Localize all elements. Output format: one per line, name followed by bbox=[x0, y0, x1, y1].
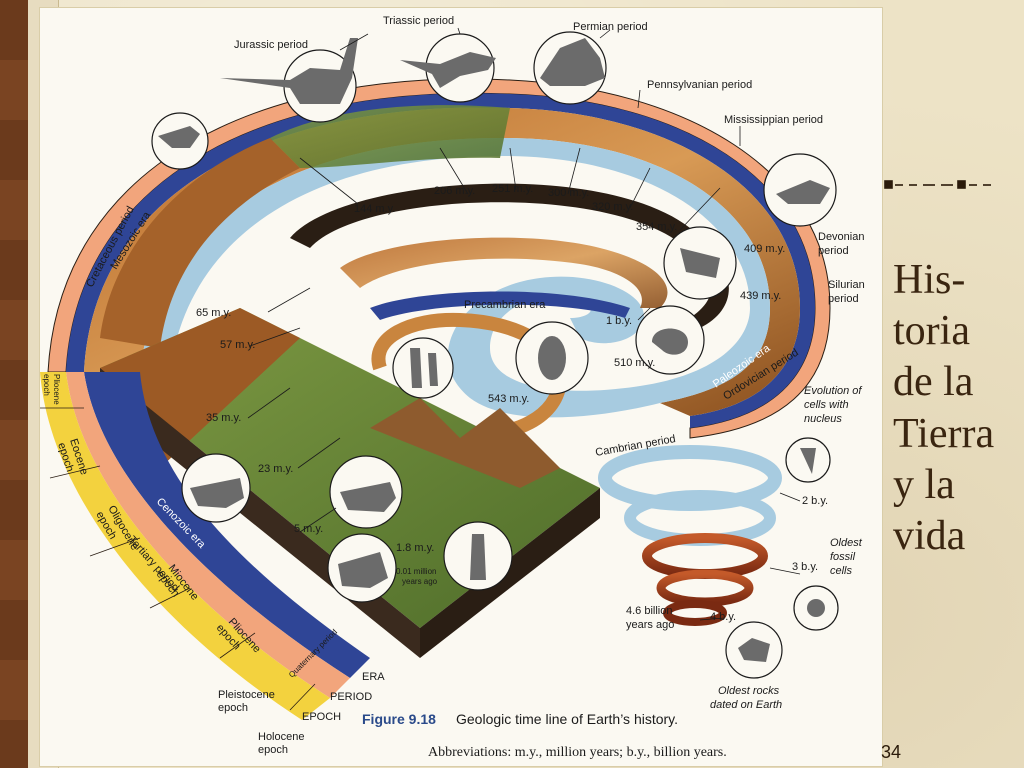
mesozoic-mountains bbox=[100, 138, 300, 348]
label-pleistocene-2: epoch bbox=[218, 702, 248, 714]
human-silhouette bbox=[470, 534, 486, 580]
label-pliocene-small-2: epoch bbox=[42, 374, 51, 396]
note-nucleus-3: nucleus bbox=[804, 413, 842, 425]
label-devonian-1: Devonian bbox=[818, 231, 864, 243]
label-mississippian: Mississippian period bbox=[724, 114, 823, 126]
rock-silhouette bbox=[738, 638, 770, 662]
age-320: 320 m.y. bbox=[592, 201, 633, 213]
label-holocene-2: epoch bbox=[258, 744, 288, 756]
ocean bbox=[140, 137, 770, 418]
age-409: 409 m.y. bbox=[744, 243, 785, 255]
label-triassic: Triassic period bbox=[383, 15, 454, 27]
age-2by: 2 b.y. bbox=[802, 495, 828, 507]
age-510: 510 m.y. bbox=[614, 357, 655, 369]
label-devonian-2: period bbox=[818, 245, 849, 257]
label-holocene-1: Holocene bbox=[258, 731, 304, 743]
age-300: 300 m.y. bbox=[548, 187, 589, 199]
age-1by: 1 b.y. bbox=[606, 315, 632, 327]
spiral-diagram: Jurassic period Triassic period Permian … bbox=[40, 15, 865, 760]
caption-abbreviations: Abbreviations: m.y., million years; b.y.… bbox=[428, 745, 727, 760]
leader-lines bbox=[247, 27, 801, 621]
caption-label: Figure 9.18 bbox=[362, 711, 436, 727]
age-3by: 3 b.y. bbox=[792, 561, 818, 573]
title-line: Tierra bbox=[893, 410, 995, 457]
age-35: 35 m.y. bbox=[206, 412, 241, 424]
cenozoic-block-front bbox=[420, 488, 600, 658]
age-23: 23 m.y. bbox=[258, 463, 293, 475]
note-fossil-3: cells bbox=[830, 565, 853, 577]
label-silurian-2: period bbox=[828, 293, 859, 305]
mammoth-silhouette bbox=[338, 552, 388, 588]
age-0-01-2: years ago bbox=[402, 577, 438, 586]
age-144: 144 m.y. bbox=[354, 203, 395, 215]
precambrian-land bbox=[340, 237, 668, 308]
age-354: 354 m.y. bbox=[636, 221, 677, 233]
left-wood-border bbox=[0, 0, 30, 768]
epoch-dividers bbox=[40, 407, 316, 711]
age-251: 251 m.y. bbox=[492, 183, 533, 195]
title-line: vida bbox=[893, 513, 966, 560]
age-5: 5 m.y. bbox=[294, 523, 323, 535]
precambrian-band bbox=[370, 291, 630, 320]
trilobite-silhouette bbox=[538, 336, 566, 380]
scorpion-silhouette bbox=[776, 180, 830, 204]
tail-ring-1 bbox=[598, 445, 782, 511]
rhino-silhouette bbox=[190, 478, 244, 508]
age-0-01-1: 0.01 million bbox=[396, 567, 436, 576]
age-439: 439 m.y. bbox=[740, 290, 781, 302]
age-1-8: 1.8 m.y. bbox=[396, 542, 434, 554]
tail-ring-4 bbox=[656, 569, 754, 607]
note-rocks-2: dated on Earth bbox=[710, 699, 782, 711]
age-543: 543 m.y. bbox=[488, 393, 529, 405]
age-57: 57 m.y. bbox=[220, 339, 255, 351]
page-number: 34 bbox=[881, 742, 902, 762]
legend-epoch: EPOCH bbox=[302, 711, 341, 723]
precambrian-fossil-circle bbox=[392, 337, 454, 399]
left-period-band bbox=[66, 372, 350, 698]
note-nucleus-2: cells with bbox=[804, 399, 849, 411]
cenozoic-peaks bbox=[370, 398, 560, 488]
geologic-timeline-figure: Jurassic period Triassic period Permian … bbox=[40, 8, 882, 766]
age-4-6-2: years ago bbox=[626, 619, 674, 631]
label-silurian-1: Silurian bbox=[828, 279, 865, 291]
fossil-cell-silhouette bbox=[807, 599, 825, 617]
precambrian-fossil-silhouette bbox=[410, 348, 438, 388]
age-4by: 4 b.y. bbox=[710, 611, 736, 623]
left-era-band bbox=[84, 372, 370, 678]
title-line: y la bbox=[893, 461, 955, 508]
label-pliocene-small-1: Pliocene bbox=[52, 374, 61, 405]
label-pennsylvanian: Pennsylvanian period bbox=[647, 79, 752, 91]
legend-period: PERIOD bbox=[330, 691, 372, 703]
note-fossil-2: fossil bbox=[830, 551, 856, 563]
ammonite-silhouette bbox=[652, 328, 688, 355]
title-line: His- bbox=[893, 257, 966, 303]
label-pleistocene-1: Pleistocene bbox=[218, 689, 275, 701]
age-4-6-1: 4.6 billion bbox=[626, 605, 672, 617]
slide-title: His- toria de la Tierra y la vida bbox=[893, 255, 1021, 562]
legend-era: ERA bbox=[362, 671, 385, 683]
note-fossil-1: Oldest bbox=[830, 537, 863, 549]
sea-scorpion-silhouette bbox=[680, 248, 720, 278]
label-precambrian: Precambrian era bbox=[464, 299, 546, 311]
title-line: de la bbox=[893, 359, 974, 406]
age-65: 65 m.y. bbox=[196, 307, 231, 319]
organism-silhouettes bbox=[158, 38, 830, 662]
dinosaur-silhouette bbox=[158, 126, 200, 148]
label-jurassic: Jurassic period bbox=[234, 39, 308, 51]
note-nucleus-1: Evolution of bbox=[804, 385, 862, 397]
caption-text: Geologic time line of Earth’s history. bbox=[456, 711, 678, 727]
left-epoch-band bbox=[40, 372, 330, 720]
nucleus-cell-silhouette bbox=[800, 448, 816, 474]
tail-ring-5 bbox=[663, 600, 727, 626]
sauropod-silhouette bbox=[220, 38, 358, 104]
title-decoration bbox=[884, 180, 991, 189]
title-line: toria bbox=[893, 308, 970, 355]
dimetrodon-silhouette bbox=[540, 38, 605, 86]
label-permian: Permian period bbox=[573, 21, 648, 33]
note-rocks-1: Oldest rocks bbox=[718, 685, 780, 697]
age-206: 206 m.y. bbox=[434, 185, 475, 197]
triassic-silhouette bbox=[400, 52, 496, 88]
horse-silhouette bbox=[340, 482, 396, 512]
